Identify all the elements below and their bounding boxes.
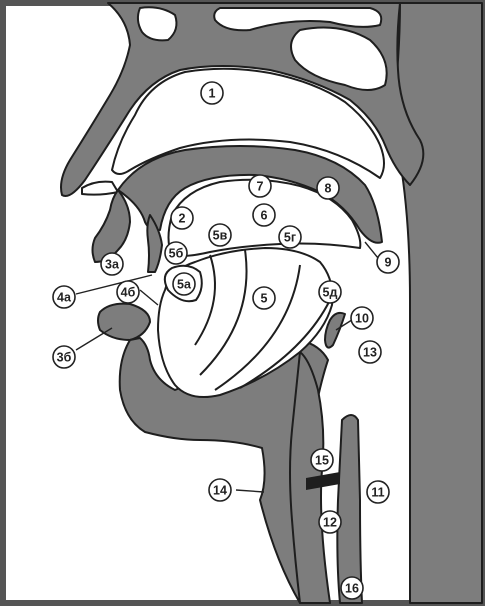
label-text-13: 13: [363, 346, 377, 360]
label-3b: 3б: [53, 346, 75, 368]
label-6: 6: [253, 204, 275, 226]
label-14: 14: [209, 479, 231, 501]
label-text-15: 15: [315, 454, 329, 468]
label-10: 10: [351, 307, 373, 329]
label-text-10: 10: [355, 312, 369, 326]
label-5a: 5а: [173, 273, 195, 295]
label-text-3b: 3б: [57, 351, 72, 365]
label-5g: 5г: [279, 226, 301, 248]
label-text-12: 12: [323, 516, 337, 530]
label-5v: 5в: [209, 224, 231, 246]
label-text-11: 11: [371, 486, 384, 500]
label-text-5b: 5б: [169, 247, 184, 261]
label-text-9: 9: [385, 256, 392, 270]
label-text-4b: 4б: [121, 286, 136, 300]
esophagus-wall: [337, 415, 362, 603]
label-7: 7: [249, 175, 271, 197]
label-5d: 5д: [319, 281, 341, 303]
label-text-5a: 5а: [177, 278, 192, 292]
label-text-6: 6: [261, 209, 268, 223]
label-text-2: 2: [179, 212, 186, 226]
label-text-8: 8: [325, 182, 332, 196]
label-2: 2: [171, 207, 193, 229]
label-text-16: 16: [345, 582, 359, 596]
label-8: 8: [317, 177, 339, 199]
label-text-5: 5: [261, 292, 268, 306]
label-text-7: 7: [257, 180, 264, 194]
label-text-4a: 4а: [57, 291, 72, 305]
label-text-5d: 5д: [323, 286, 338, 300]
label-16: 16: [341, 577, 363, 599]
label-text-5g: 5г: [284, 231, 296, 245]
label-13: 13: [359, 341, 381, 363]
label-5b: 5б: [165, 242, 187, 264]
label-4a: 4а: [53, 286, 75, 308]
label-9: 9: [377, 251, 399, 273]
label-text-3a: 3а: [105, 258, 120, 272]
label-5: 5: [253, 287, 275, 309]
label-3a: 3а: [101, 253, 123, 275]
label-1: 1: [201, 82, 223, 104]
lower-lip: [98, 304, 150, 340]
label-11: 11: [367, 481, 389, 503]
label-text-5v: 5в: [213, 229, 228, 243]
label-12: 12: [319, 511, 341, 533]
label-text-1: 1: [209, 87, 216, 101]
label-15: 15: [311, 449, 333, 471]
label-4b: 4б: [117, 281, 139, 303]
label-text-14: 14: [213, 484, 227, 498]
